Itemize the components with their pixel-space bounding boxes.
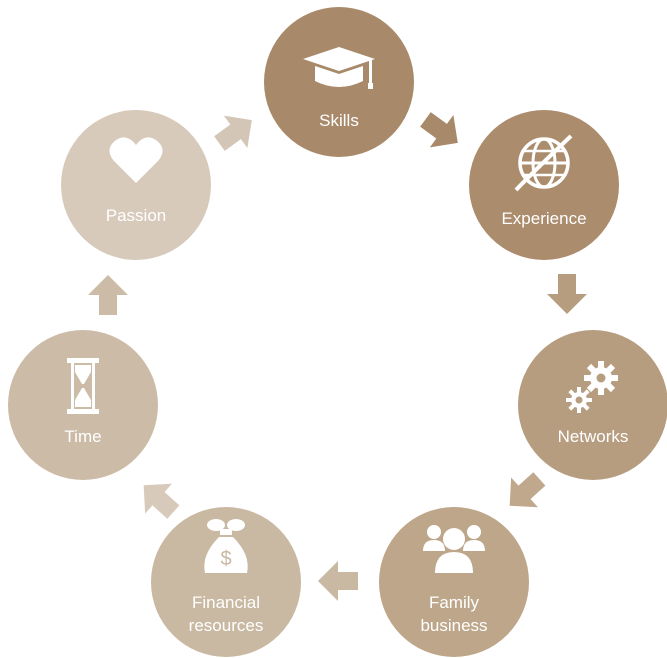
label-line: resources (188, 616, 264, 635)
node-label: Time (64, 427, 102, 446)
people-icon (423, 525, 485, 573)
label-line: business (420, 616, 488, 635)
gears-icon (566, 361, 618, 413)
arrow-financial-time (130, 470, 187, 527)
hourglass-icon (67, 358, 99, 414)
node-label: Financial resources (151, 591, 301, 637)
label-line: Family (428, 593, 480, 612)
svg-text:$: $ (220, 548, 231, 570)
node-networks: Networks (518, 330, 667, 480)
heart-icon (109, 137, 163, 183)
node-family-business: Family business (379, 507, 529, 657)
label-line: Financial (191, 593, 261, 612)
money-bag-icon: $ (204, 519, 248, 573)
node-passion: Passion (61, 110, 211, 260)
node-skills: Skills (264, 7, 414, 157)
arrow-passion-skills (207, 103, 264, 160)
node-financial-resources: $ Financial resources (151, 507, 301, 657)
node-label: Experience (501, 209, 587, 228)
node-label: Skills (319, 111, 359, 130)
node-time: Time (8, 330, 158, 480)
graduation-cap-icon (303, 47, 375, 89)
node-label: Family business (379, 591, 529, 637)
node-experience: Experience (469, 110, 619, 260)
arrow-family-financial (318, 561, 358, 601)
arrow-networks-family (496, 464, 553, 521)
globe-icon (514, 134, 573, 192)
arrow-skills-experience (413, 103, 470, 160)
arrow-time-passion (88, 275, 128, 315)
node-label: Passion (105, 206, 167, 225)
arrow-experience-networks (547, 274, 587, 314)
node-label: Networks (557, 427, 629, 446)
